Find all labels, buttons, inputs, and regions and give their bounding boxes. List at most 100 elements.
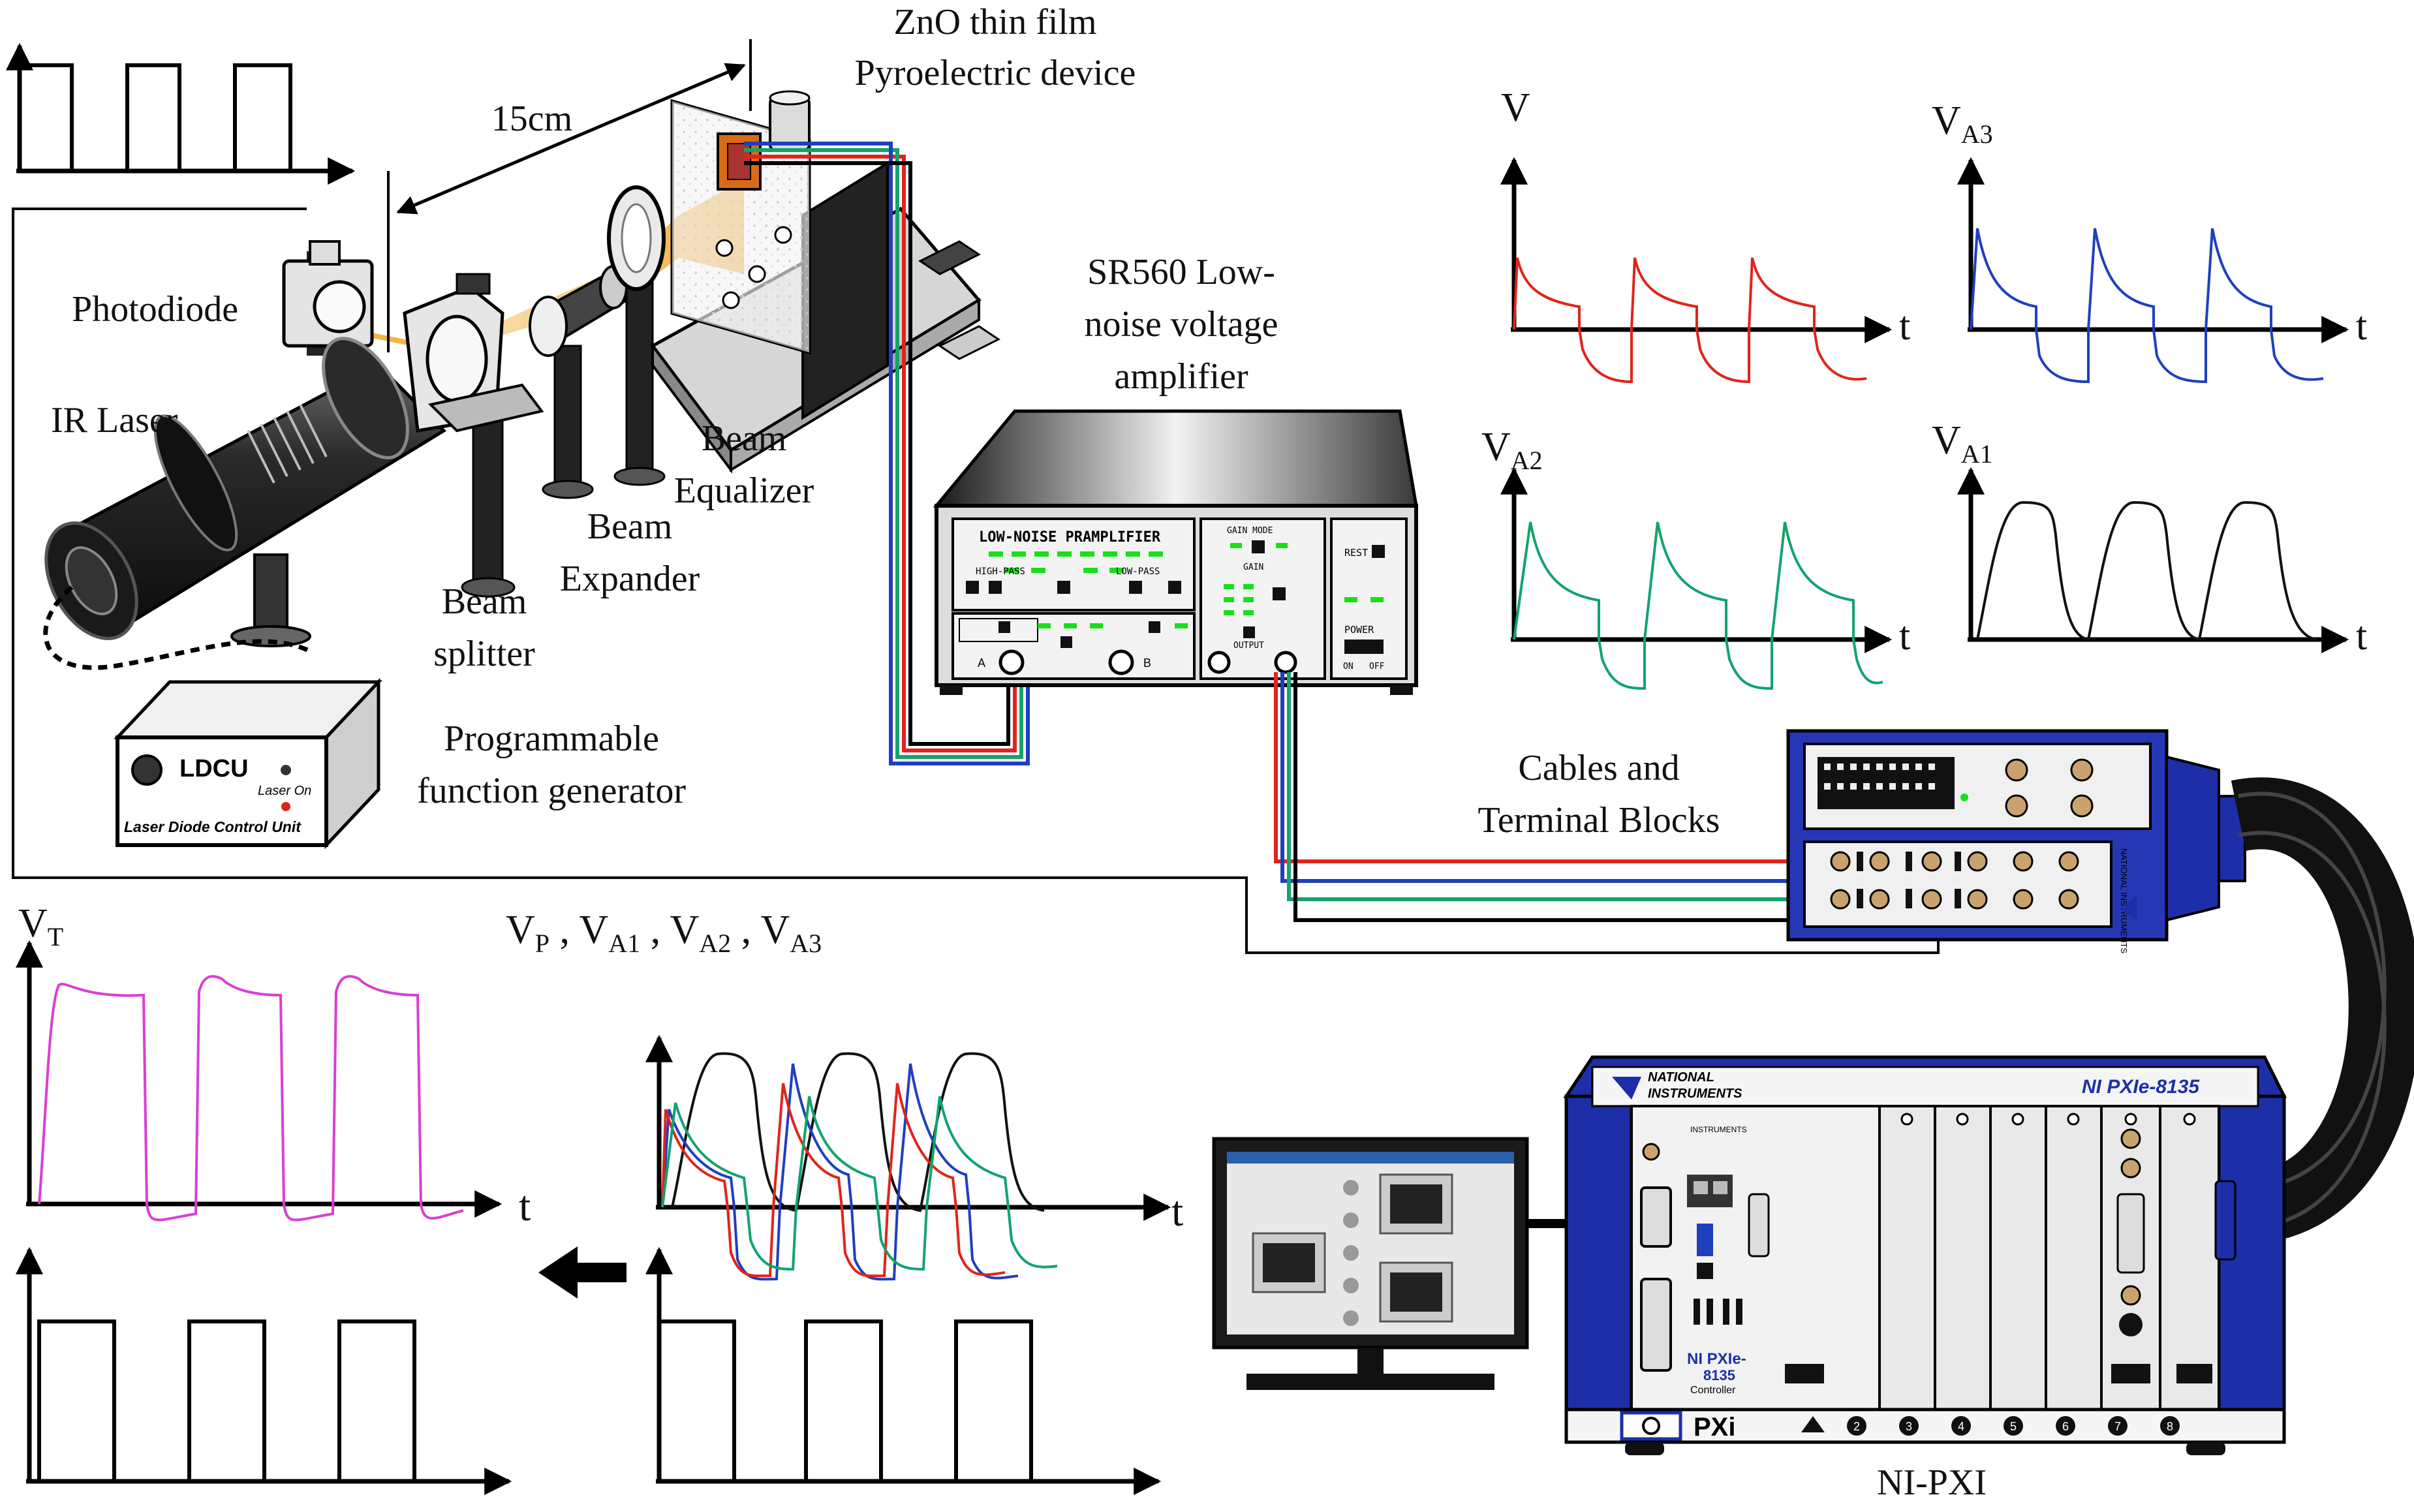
pxi-slot-4-label: 4	[1958, 1420, 1964, 1433]
amp-gain-mode: GAIN MODE	[1227, 526, 1273, 536]
amp-input-a-label: A	[978, 656, 985, 670]
pxi-brand-2: INSTRUMENTS	[1648, 1087, 1742, 1101]
plot-va3: VA3 t	[1932, 99, 2367, 384]
pxi-slot-4: 4	[1951, 1416, 1971, 1436]
plot-vt-axis: t	[519, 1182, 531, 1230]
amp-input-b-label: B	[1143, 656, 1151, 670]
amp-output-connector-2[interactable]	[1274, 651, 1297, 674]
ir-laser-label: IR Laser	[51, 400, 178, 440]
plot-va3-trace	[1970, 228, 2324, 384]
photodiode	[282, 240, 374, 356]
pxi-slot-6-label: 6	[2062, 1420, 2069, 1433]
ni-pxi-chassis: NATIONAL INSTRUMENTS NI PXIe-8135 INSTRU…	[1563, 1055, 2287, 1455]
pxi-slot-7: 7	[2108, 1416, 2128, 1436]
beam-splitter	[403, 273, 544, 598]
beam-expander-label-1: Beam	[587, 506, 673, 547]
plot-va2-trace	[1513, 521, 1883, 690]
beam-equalizer-label-2: Equalizer	[674, 471, 814, 511]
setup-labels: ZnO thin film Pyroelectric device 15cm P…	[51, 2, 1987, 1503]
amp-label-3: amplifier	[1114, 356, 1248, 397]
pxi-slot-numbers: 2 3 4 5 6 7 8	[1847, 1416, 2180, 1436]
cables-label-1: Cables and	[1518, 748, 1679, 788]
plot-va1-axis: t	[2356, 614, 2367, 658]
amp-panel-title: LOW-NOISE PRAMPLIFIER	[979, 529, 1161, 546]
pxi-slot-8-label: 8	[2167, 1420, 2173, 1433]
amp-power: POWER	[1344, 624, 1374, 636]
plot-combined-axis: t	[1171, 1188, 1183, 1235]
nipxi-label: NI-PXI	[1877, 1462, 1987, 1503]
plot-va3-label: VA3	[1932, 99, 1993, 149]
plot-vt-label: VT	[18, 901, 63, 951]
amp-off: OFF	[1369, 662, 1385, 671]
amp-output-connector-1[interactable]	[1207, 651, 1231, 674]
pxi-slot-3-label: 3	[1906, 1420, 1912, 1433]
photodiode-label: Photodiode	[72, 289, 238, 330]
input-square-wave	[5, 42, 356, 185]
terminal-brand: NATIONAL INSTRUMENTS	[2119, 848, 2129, 953]
pxi-controller-3: Controller	[1690, 1385, 1736, 1396]
beam-equalizer	[607, 185, 666, 486]
amp-input-b-connector[interactable]	[1108, 649, 1134, 675]
plot-va1-trace	[1976, 501, 2317, 641]
terminal-block: NATIONAL INSTRUMENTS	[1786, 729, 2246, 953]
cables-label-2: Terminal Blocks	[1478, 800, 1720, 841]
amp-gain: GAIN	[1243, 563, 1263, 572]
device-signal-wires	[744, 142, 1030, 765]
amp-low-pass: LOW-PASS	[1116, 566, 1160, 577]
fg-label-1: Programmable	[444, 718, 659, 759]
plot-combined-blue	[661, 1063, 1019, 1281]
plot-combined-black	[671, 1052, 1045, 1212]
film-label-2: Pyroelectric device	[855, 53, 1136, 93]
amp-input-a-connector[interactable]	[998, 649, 1025, 675]
beam-splitter-label-2: splitter	[433, 634, 535, 674]
plot-combined-label: VP , VA1 , VA2 , VA3	[506, 908, 822, 958]
plot-va3-axis: t	[2356, 304, 2367, 348]
pxi-slot-6: 6	[2056, 1416, 2075, 1436]
pxi-brand-1: NATIONAL	[1648, 1070, 1714, 1085]
beam-equalizer-label-1: Beam	[702, 418, 787, 459]
plot-v: V t	[1500, 85, 1910, 384]
pxi-slot-8: 8	[2160, 1416, 2180, 1436]
amp-on: ON	[1343, 662, 1354, 671]
amp-label-1: SR560 Low-	[1087, 252, 1275, 292]
ldcu-title: LDCU	[179, 755, 249, 782]
plot-combined-red	[661, 1083, 1006, 1278]
plot-v-label: V	[1501, 85, 1530, 130]
flow-arrow-left	[538, 1246, 627, 1299]
pxi-text: PXi	[1694, 1413, 1735, 1442]
square-wave-bottom-left	[15, 1246, 512, 1495]
beam-splitter-label-1: Beam	[442, 581, 527, 622]
pxi-slot-3: 3	[1899, 1416, 1919, 1436]
plot-va1-label: VA1	[1932, 418, 1993, 469]
beam-expander	[529, 265, 628, 499]
plot-va1: VA1 t	[1932, 418, 2367, 658]
beam-expander-label-2: Expander	[560, 559, 700, 599]
trigger-wire	[12, 208, 1940, 954]
sr560-amplifier: LOW-NOISE PRAMPLIFIER HIGH-PASS LOW-PASS…	[933, 409, 1418, 695]
plot-vt-trace	[38, 975, 464, 1222]
distance-label: 15cm	[491, 99, 572, 139]
plot-combined: VP , VA1 , VA2 , VA3 t	[506, 908, 1183, 1281]
fg-label-2: function generator	[417, 771, 686, 811]
pc-monitor	[1212, 1137, 1570, 1390]
ir-laser	[44, 337, 447, 647]
pxi-controller-1: NI PXIe-	[1687, 1350, 1746, 1368]
pxi-model: NI PXIe-8135	[2082, 1076, 2200, 1098]
amp-output: OUTPUT	[1233, 641, 1264, 651]
amp-label-2: noise voltage	[1084, 304, 1278, 345]
pxi-slot-2-label: 2	[1853, 1420, 1860, 1433]
square-wave-bottom-right	[645, 1246, 1162, 1495]
ldcu-subtitle: Laser Diode Control Unit	[124, 818, 302, 835]
pxi-slot-7-label: 7	[2114, 1420, 2121, 1433]
plot-va2: VA2 t	[1481, 425, 1910, 690]
pxi-slot-5: 5	[2004, 1416, 2023, 1436]
pxi-small-brand: INSTRUMENTS	[1690, 1125, 1747, 1134]
plot-v-axis: t	[1899, 304, 1910, 348]
plot-va2-axis: t	[1899, 614, 1910, 658]
pxi-slot-2: 2	[1847, 1416, 1866, 1436]
amp-high-pass: HIGH-PASS	[976, 566, 1025, 577]
film-label-1: ZnO thin film	[893, 2, 1096, 42]
plot-v-trace	[1513, 257, 1867, 384]
ldcu-laser-on: Laser On	[258, 784, 311, 798]
